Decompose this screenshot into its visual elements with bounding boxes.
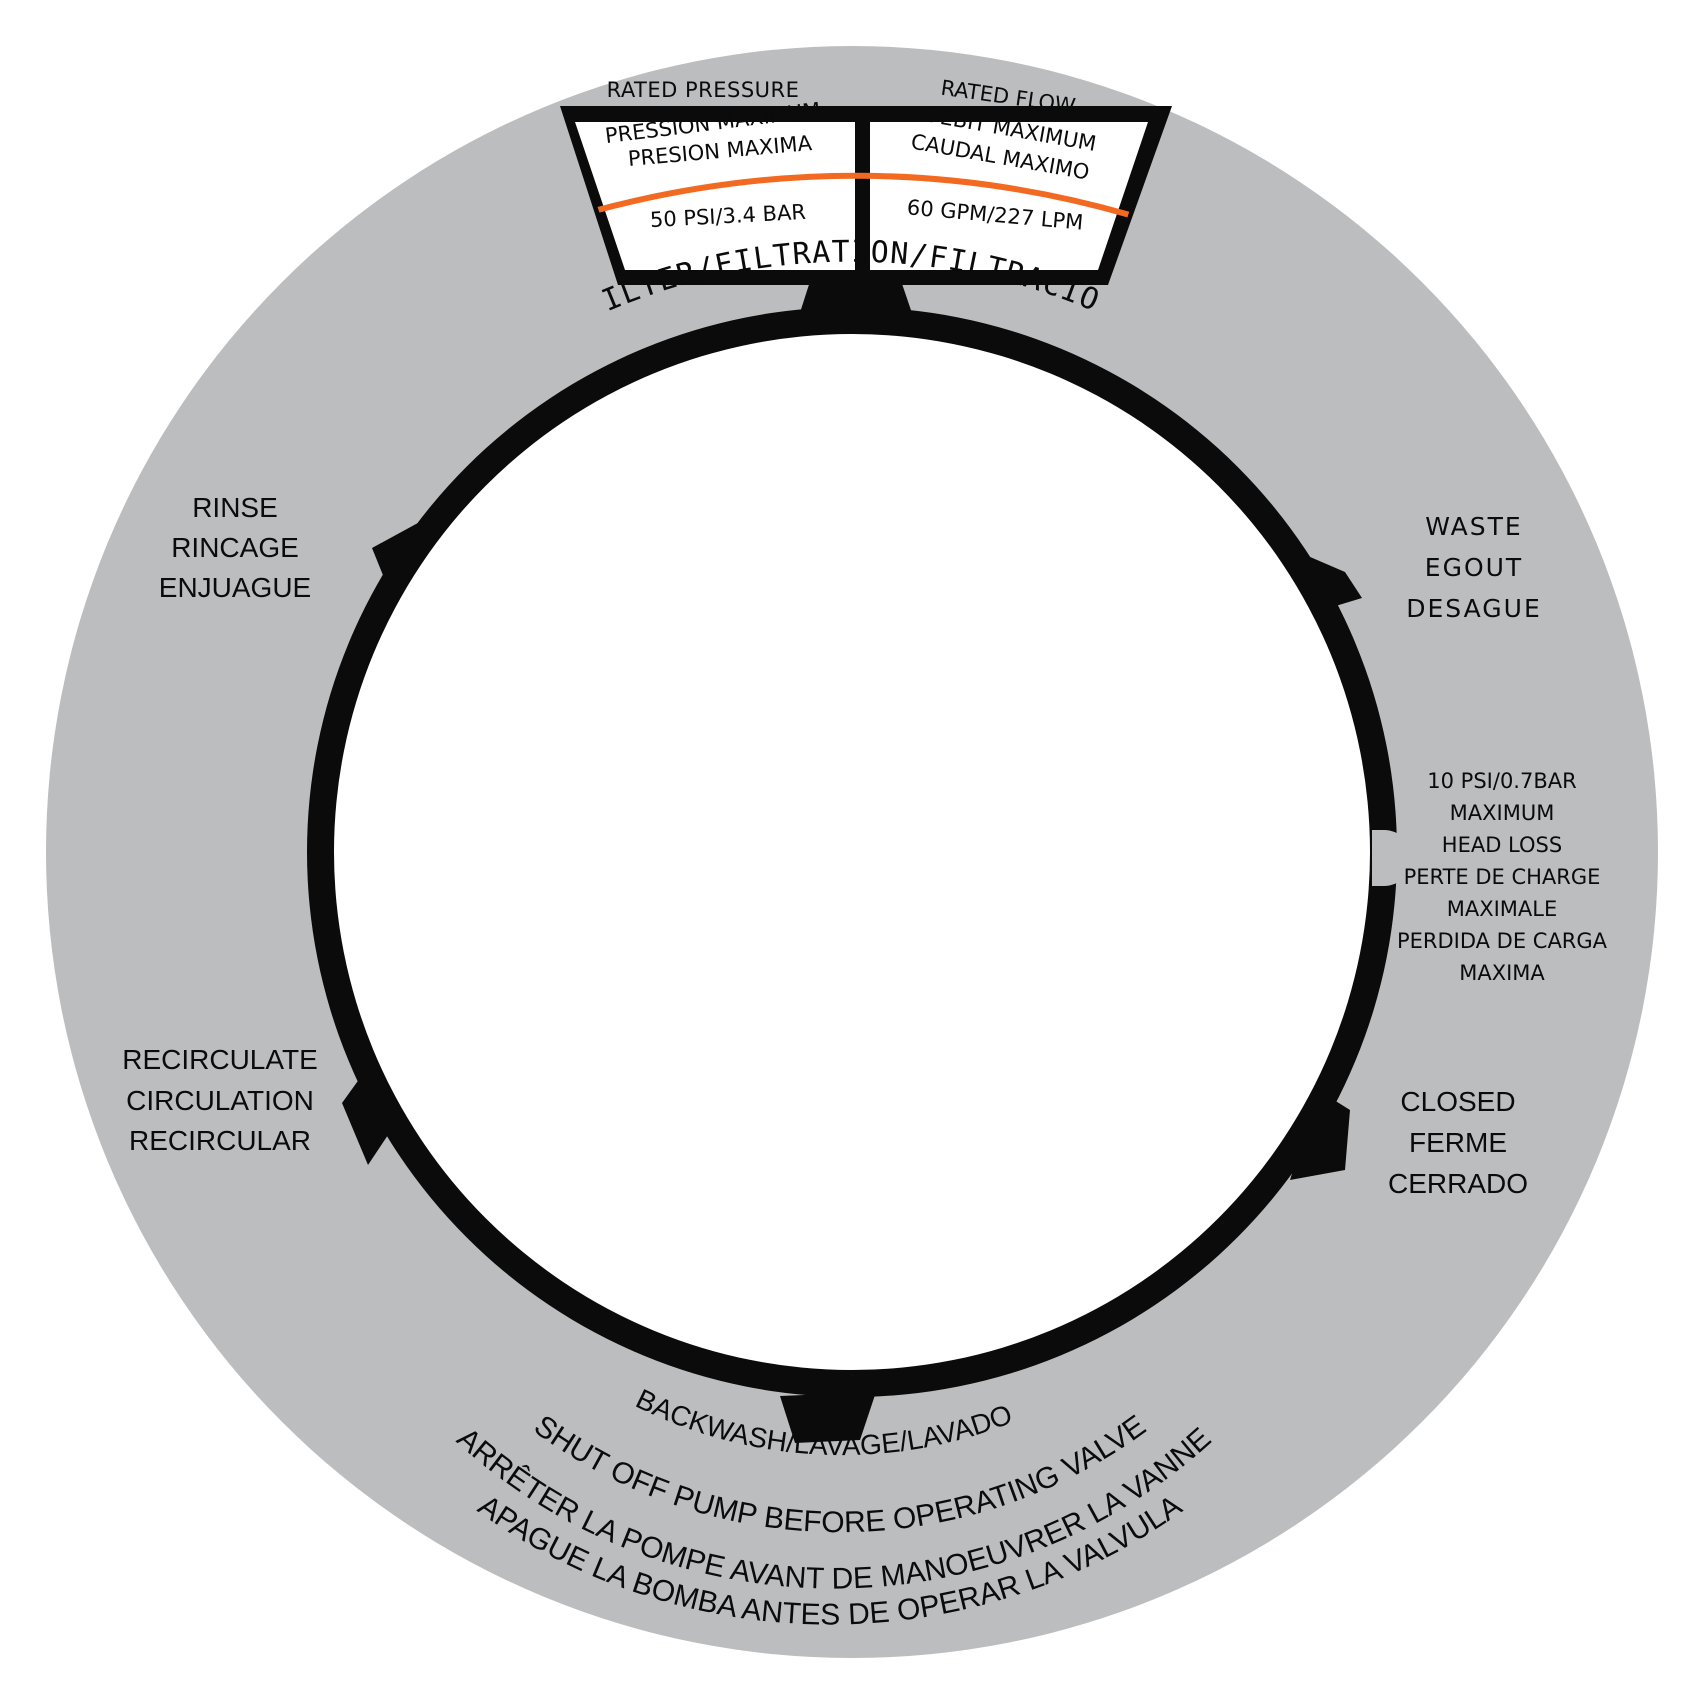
rinse-line-3: ENJUAGUE xyxy=(159,572,311,603)
flow-box xyxy=(870,122,1148,270)
rating-panel: RATED PRESSURE PRESSION MAXIMUM PRESION … xyxy=(560,76,1172,285)
position-waste: WASTE EGOUT DESAGUE xyxy=(1406,512,1542,623)
notch-closed xyxy=(1290,1090,1350,1180)
notch-backwash xyxy=(780,1392,876,1443)
position-recirculate: RECIRCULATE CIRCULATION RECIRCULAR xyxy=(122,1044,318,1156)
recirculate-line-1: RECIRCULATE xyxy=(122,1044,318,1075)
inner-opening xyxy=(334,334,1370,1370)
head-loss-line-4: PERTE DE CHARGE xyxy=(1404,865,1601,889)
notch-rinse xyxy=(372,512,448,605)
recirculate-line-3: RECIRCULAR xyxy=(129,1125,311,1156)
waste-line-3: DESAGUE xyxy=(1406,594,1542,623)
recirculate-line-2: CIRCULATION xyxy=(126,1085,314,1116)
notch-recirculate xyxy=(342,1078,406,1165)
position-rinse: RINSE RINCAGE ENJUAGUE xyxy=(159,492,311,603)
head-loss-line-6: PERDIDA DE CARGA xyxy=(1397,929,1608,953)
alignment-slot xyxy=(1372,830,1412,886)
rating-orange-stripe xyxy=(589,172,1131,218)
head-loss-line-2: MAXIMUM xyxy=(1450,801,1555,825)
closed-line-2: FERME xyxy=(1409,1127,1507,1158)
waste-line-2: EGOUT xyxy=(1425,553,1523,582)
svg-text:RATED PRESSURE: RATED PRESSURE xyxy=(607,78,800,102)
position-closed: CLOSED FERME CERRADO xyxy=(1388,1086,1528,1199)
rinse-line-2: RINCAGE xyxy=(171,532,299,563)
pressure-box xyxy=(575,122,855,270)
waste-line-1: WASTE xyxy=(1425,512,1522,541)
head-loss-line-3: HEAD LOSS xyxy=(1442,833,1562,857)
head-loss-line-7: MAXIMA xyxy=(1459,961,1545,985)
closed-line-1: CLOSED xyxy=(1400,1086,1515,1117)
rinse-line-1: RINSE xyxy=(192,492,278,523)
pressure-label-line-1: RATED PRESSURE xyxy=(607,78,800,102)
head-loss-line-1: 10 PSI/0.7BAR xyxy=(1427,769,1576,793)
head-loss-line-5: MAXIMALE xyxy=(1447,897,1558,921)
closed-line-3: CERRADO xyxy=(1388,1168,1528,1199)
head-loss-note: 10 PSI/0.7BAR MAXIMUM HEAD LOSS PERTE DE… xyxy=(1397,769,1608,985)
